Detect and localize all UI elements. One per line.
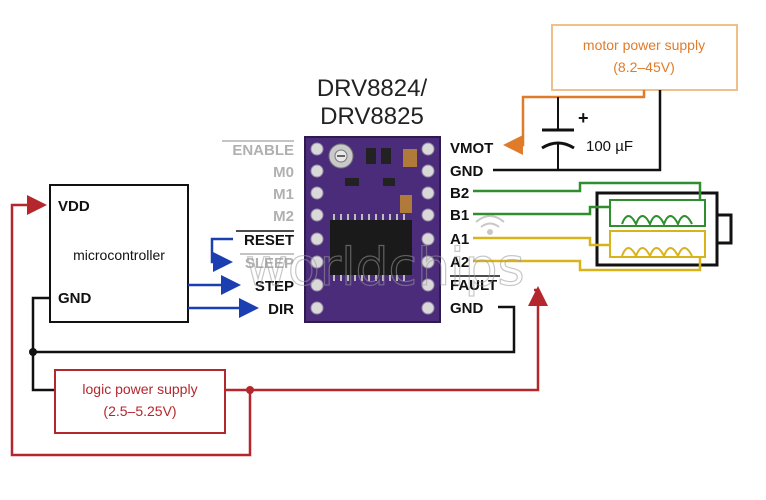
resistor-3 bbox=[345, 178, 359, 186]
reset-sleep-bridge-wire bbox=[210, 237, 233, 272]
pin-fault: FAULT bbox=[450, 277, 497, 294]
mcu-vdd-label: VDD bbox=[58, 198, 90, 215]
b1-wire bbox=[473, 205, 610, 216]
logic-power-supply: logic power supply (2.5–5.25V) bbox=[54, 369, 226, 434]
pin-m1: M1 bbox=[273, 186, 294, 203]
watermark-text: worldchips bbox=[245, 238, 524, 298]
potentiometer bbox=[328, 143, 354, 169]
resistor-2 bbox=[381, 148, 391, 164]
title-line-2: DRV8825 bbox=[320, 103, 424, 130]
stepper-motor bbox=[595, 191, 733, 267]
microcontroller: VDD microcontroller GND bbox=[49, 184, 189, 323]
logic-vdd-wire bbox=[10, 195, 252, 457]
b2-wire bbox=[473, 181, 702, 200]
resistor-4 bbox=[383, 178, 395, 186]
pin-b2: B2 bbox=[450, 185, 469, 202]
logic-supply-range: (2.5–5.25V) bbox=[103, 403, 176, 419]
a2-wire bbox=[473, 257, 702, 272]
pin-a1: A1 bbox=[450, 231, 469, 248]
pin-sleep: SLEEP bbox=[245, 255, 294, 272]
capacitor-smd-1 bbox=[403, 149, 417, 167]
logic-ground-wire bbox=[31, 296, 516, 354]
motor-ground-wire bbox=[493, 90, 662, 172]
coil-b bbox=[609, 199, 706, 227]
motor-power-supply: motor power supply (8.2–45V) bbox=[551, 24, 738, 91]
mcu-label: microcontroller bbox=[73, 247, 165, 263]
a1-wire bbox=[473, 236, 610, 247]
pin-a2: A2 bbox=[450, 254, 469, 271]
pin-reset: RESET bbox=[244, 232, 294, 249]
resistor-1 bbox=[366, 148, 376, 164]
pin-gnd-bottom: GND bbox=[450, 300, 484, 317]
motor-positive-wire bbox=[503, 90, 646, 155]
pin-vmot: VMOT bbox=[450, 140, 493, 157]
pin-step: STEP bbox=[255, 278, 294, 295]
ground-junction-dot bbox=[29, 348, 37, 356]
capacitor-polarity: + bbox=[578, 108, 589, 128]
pin-dir: DIR bbox=[268, 301, 294, 318]
capacitor-smd-2 bbox=[400, 195, 412, 213]
motor-supply-range: (8.2–45V) bbox=[613, 59, 674, 75]
mcu-gnd-label: GND bbox=[58, 290, 92, 307]
pin-enable: ENABLE bbox=[232, 142, 294, 159]
coil-a bbox=[609, 230, 706, 259]
pin-m2: M2 bbox=[273, 208, 294, 225]
right-pin-labels: VMOT GND B2 B1 A1 A2 FAULT GND bbox=[450, 140, 500, 317]
pin-b1: B1 bbox=[450, 207, 469, 224]
motor-supply-label: motor power supply bbox=[583, 37, 705, 53]
driver-chip bbox=[330, 214, 412, 281]
capacitor: + 100 µF bbox=[541, 97, 633, 170]
capacitor-value: 100 µF bbox=[586, 138, 633, 155]
driver-board bbox=[304, 136, 441, 323]
left-pin-labels: ENABLE M0 M1 M2 RESET SLEEP STEP DIR bbox=[222, 140, 294, 318]
board-pin-holes-right bbox=[421, 142, 435, 315]
logic-supply-label: logic power supply bbox=[82, 381, 197, 397]
logic-junction-dot bbox=[246, 386, 254, 394]
pin-gnd-top: GND bbox=[450, 163, 484, 180]
board-pin-holes-left bbox=[310, 142, 324, 315]
wifi-icon bbox=[475, 215, 505, 235]
pin-m0: M0 bbox=[273, 164, 294, 181]
title-line-1: DRV8824/ bbox=[317, 75, 428, 102]
logic-supply-ground-wire bbox=[31, 352, 55, 392]
watermark: worldchips bbox=[245, 215, 525, 299]
